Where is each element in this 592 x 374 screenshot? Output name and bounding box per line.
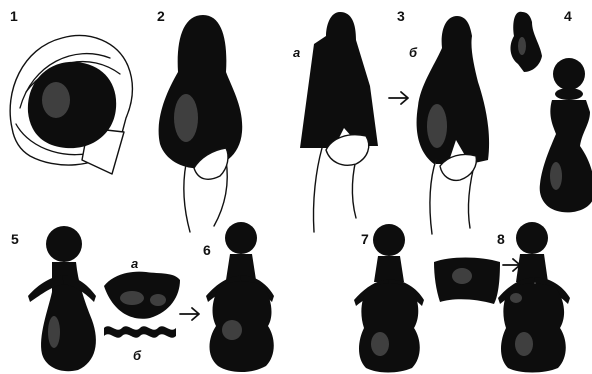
step-number-4: 4: [564, 8, 572, 24]
step-number-1: 1: [10, 8, 18, 24]
figure-4-figurine: [511, 12, 592, 213]
arrow-to-6: [180, 308, 199, 320]
figure-3b-shaped-form: [417, 16, 490, 234]
arrow-to-8: [503, 259, 520, 271]
step-number-2: 2: [157, 8, 165, 24]
step-number-3: 3: [397, 8, 405, 24]
figure-1-foil-ball: [10, 36, 132, 174]
figure-6-doll-skirt: [206, 222, 274, 372]
figure-8-finished-doll: [498, 222, 570, 373]
step5-label-a: а: [131, 256, 138, 271]
figure-8-apron-piece: [434, 258, 500, 305]
step3-label-a: а: [293, 45, 300, 60]
figure-5-doll-with-arms: [28, 226, 96, 371]
step5-label-b: б: [133, 348, 142, 363]
step-number-7: 7: [361, 231, 369, 247]
figure-2-pear-shape: [159, 15, 243, 232]
arrow-3a-to-3b: [389, 92, 408, 104]
figure-5b-wavy-strip: [104, 326, 176, 337]
step-number-6: 6: [203, 242, 211, 258]
step-number-5: 5: [11, 231, 19, 247]
figure-5a-skirt-strip: [104, 272, 180, 319]
step-number-8: 8: [497, 231, 505, 247]
figure-3a-paper-cone: [300, 12, 378, 232]
step3-label-b: б: [409, 45, 418, 60]
